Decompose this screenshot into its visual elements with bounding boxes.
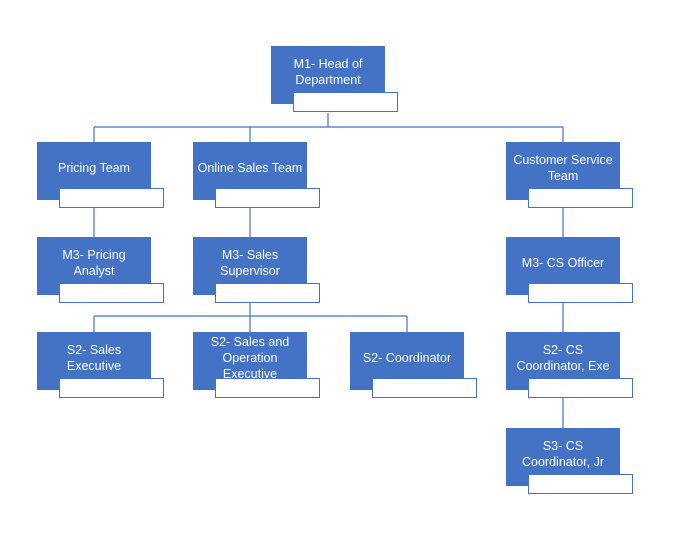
- pricing-team-name-box: [59, 188, 164, 208]
- pricing-team-label: Pricing Team: [57, 161, 131, 175]
- cs-coord-jr-line2: Coordinator, Jr: [522, 455, 604, 469]
- sales-operation-executive-name-box: [215, 378, 320, 398]
- online-sales-team-label: Online Sales Team: [197, 161, 303, 175]
- head-line2: Department: [295, 73, 361, 87]
- cs-coordinator-jr-name-box: [528, 474, 633, 494]
- sales-supervisor-line2: Supervisor: [220, 264, 280, 278]
- sales-executive-label: S2- Sales Executive: [66, 343, 122, 373]
- cs-coord-jr-line1: S3- CS: [542, 439, 584, 453]
- cs-coordinator-exe-name-box: [528, 378, 633, 398]
- sales-supervisor-name-box: [215, 283, 320, 303]
- customer-service-team-name-box: [528, 188, 633, 208]
- online-sales-team-name-box: [215, 188, 320, 208]
- coordinator-label: S2- Coordinator: [362, 351, 452, 365]
- sales-op-line1: S2- Sales and: [210, 335, 290, 349]
- cs-officer-label: M3- CS Officer: [521, 256, 605, 270]
- coordinator-name-box: [372, 378, 477, 398]
- cs-team-line2: Team: [547, 169, 579, 183]
- cs-officer-name-box: [528, 283, 633, 303]
- pricing-analyst-name-box: [59, 283, 164, 303]
- sales-executive-name-box: [59, 378, 164, 398]
- head-name-box: [293, 92, 398, 112]
- cs-team-line1: Customer Service: [513, 153, 613, 167]
- sales-op-line2: Operation: [222, 351, 278, 365]
- cs-coord-exe-line1: S2- CS: [542, 343, 584, 357]
- sales-supervisor-line1: M3- Sales: [221, 248, 279, 262]
- cs-coord-exe-line2: Coordinator, Exe: [516, 359, 610, 373]
- pricing-analyst-line1: M3- Pricing: [62, 248, 126, 262]
- head-line1: M1- Head of: [293, 57, 363, 71]
- pricing-analyst-line2: Analyst: [73, 264, 115, 278]
- sales-op-line3: Executive: [222, 367, 278, 381]
